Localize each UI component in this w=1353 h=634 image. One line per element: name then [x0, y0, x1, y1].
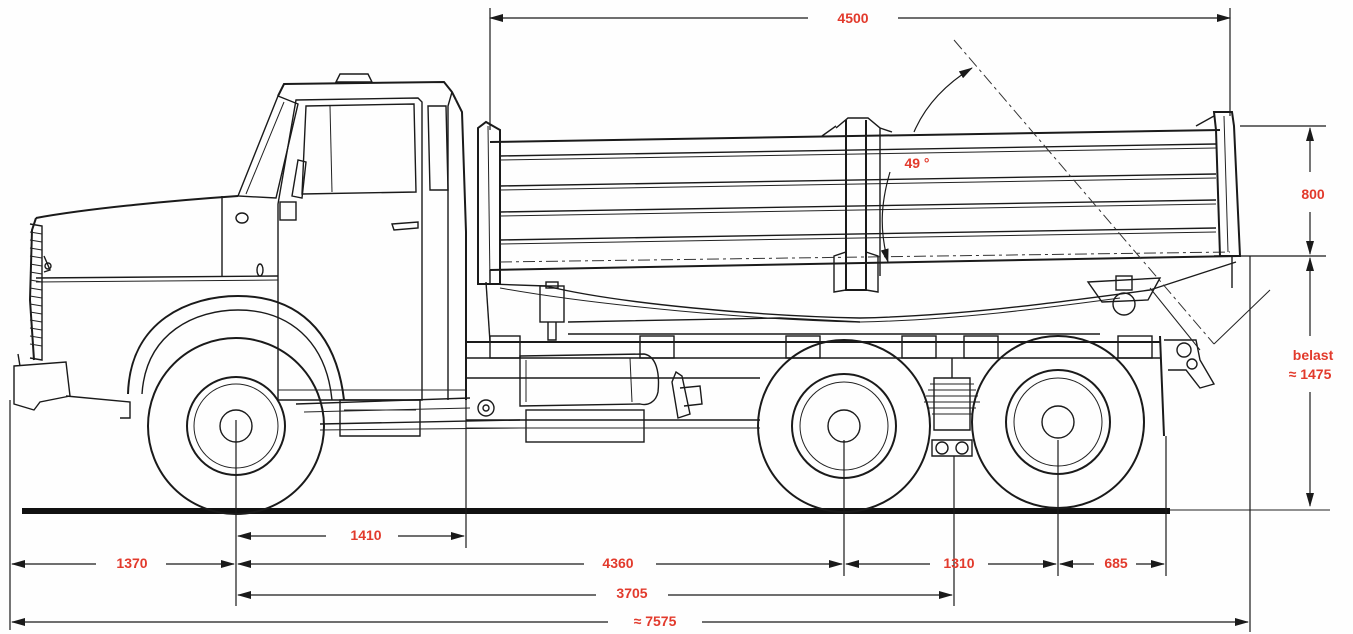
dim-label-front-overhang: 1370	[116, 555, 147, 571]
front-fender	[65, 294, 345, 419]
dim-label-tip-angle: 49 °	[904, 155, 929, 171]
dim-tip-angle: 49 °	[880, 39, 1271, 351]
rear-bogie	[924, 358, 980, 457]
dim-label-mid-wheelbase: 3705	[616, 585, 647, 601]
extension-lines	[9, 8, 1326, 632]
tipper-body	[477, 111, 1242, 343]
dim-label-rear-overhang: 685	[1104, 555, 1128, 571]
dim-label-side-height: 800	[1301, 186, 1325, 202]
chassis-frame	[295, 281, 1165, 443]
tow-coupling	[1164, 339, 1216, 389]
dim-body-length: 4500	[489, 10, 1231, 26]
dim-label-wheelbase: 4360	[602, 555, 633, 571]
dim-label-body-length: 4500	[837, 10, 868, 26]
dim-label-overall-length: ≈ 7575	[634, 613, 677, 629]
dim-label-belast: belast	[1293, 347, 1334, 363]
dim-side-height: 800	[1301, 127, 1325, 255]
dim-cab-axle: 1410	[237, 527, 465, 543]
dim-label-bogie: 1310	[943, 555, 974, 571]
dim-row-axles: 1370 4360 1310 685	[11, 555, 1165, 571]
dim-mid-wheelbase: 3705	[237, 585, 953, 601]
dim-label-cab-axle: 1410	[350, 527, 381, 543]
cab	[28, 73, 467, 437]
grille	[13, 223, 71, 411]
dim-label-belast-value: ≈ 1475	[1289, 366, 1332, 382]
dim-loaded-height: belast ≈ 1475	[1289, 257, 1334, 507]
dim-overall-length: ≈ 7575	[11, 613, 1249, 629]
